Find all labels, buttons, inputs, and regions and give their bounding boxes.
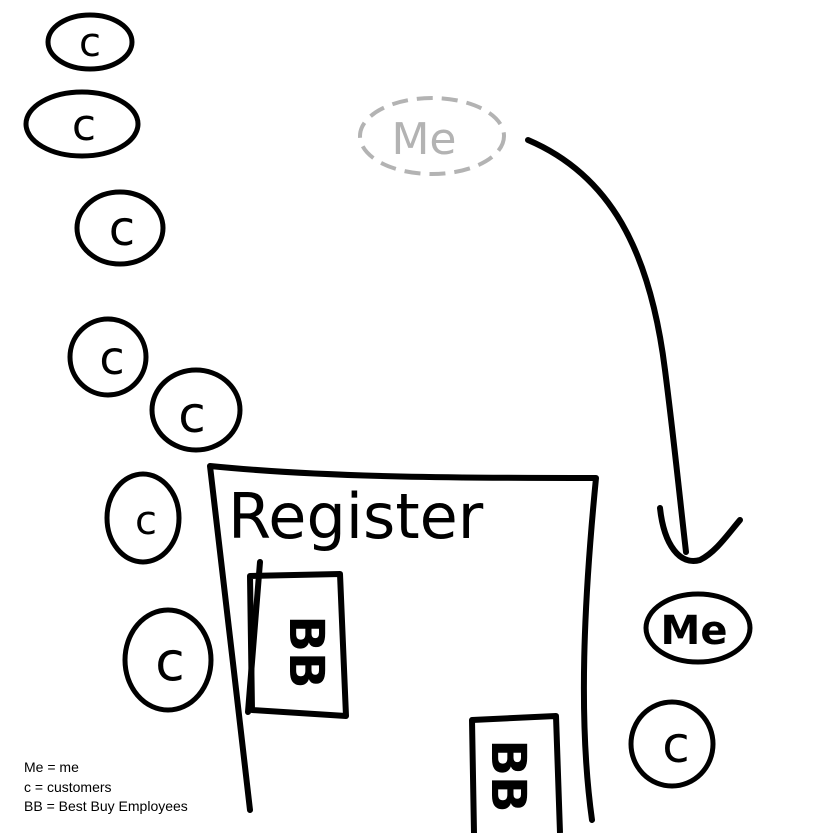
legend: Me = me c = customers BB = Best Buy Empl… [24, 758, 188, 817]
customer-8-label: c [662, 716, 690, 774]
register-label: Register [228, 480, 484, 553]
customer-6-label: c [135, 498, 157, 544]
legend-employees: BB = Best Buy Employees [24, 798, 188, 814]
customer-8: c [628, 699, 716, 789]
customer-4: c [67, 316, 149, 398]
me-end-position: Me [643, 591, 753, 665]
customer-5-label: c [178, 386, 206, 444]
legend-me: Me = me [24, 759, 79, 775]
customer-2-label: c [72, 100, 96, 151]
register-counter: Register [207, 463, 599, 823]
me-end-label: Me [661, 608, 728, 654]
customer-7: c [122, 607, 214, 713]
me-start-label: Me [391, 114, 456, 165]
legend-customers: c = customers [24, 778, 112, 795]
employee-1-label: BB [278, 615, 334, 688]
customer-5: c [149, 367, 243, 453]
customer-3: c [74, 189, 166, 267]
employee-1: BB [245, 559, 349, 719]
customer-6: c [104, 471, 182, 565]
employee-2-label: BB [480, 739, 536, 812]
employee-2: BB [469, 713, 563, 833]
customer-7-label: c [155, 630, 185, 693]
customer-1: c [45, 12, 135, 72]
customer-1-label: c [79, 20, 101, 66]
me-start-position: Me [358, 96, 506, 176]
customer-3-label: c [109, 201, 135, 257]
customer-4-label: c [99, 331, 124, 385]
customer-2: c [23, 89, 141, 159]
movement-arrow [525, 137, 743, 564]
